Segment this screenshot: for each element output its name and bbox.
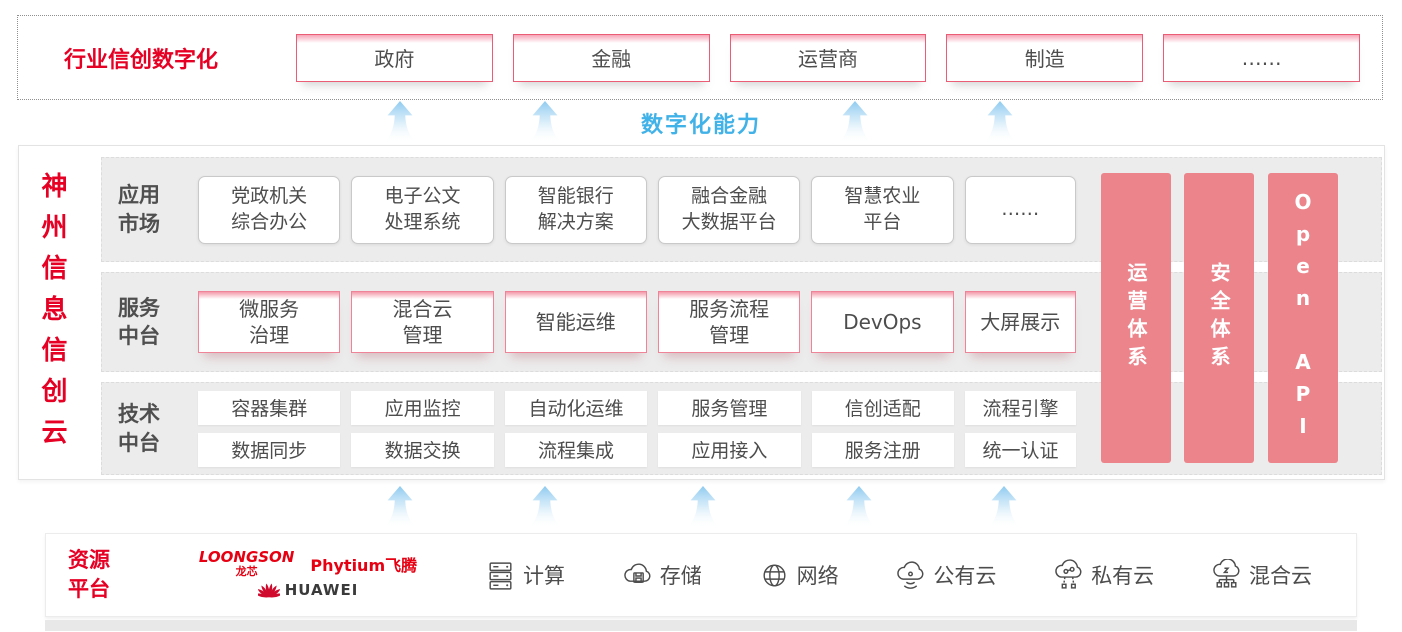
tech-box: 流程引擎 [964,390,1077,425]
service-box: 智能运维 [504,291,647,353]
service-box: 微服务 治理 [198,291,341,353]
private-cloud-icon [1055,558,1082,589]
industry-band: 行业信创数字化 政府 金融 运营商 制造 …… [17,15,1383,100]
resource-item-hybrid-cloud: 混合云 [1210,558,1312,592]
resource-item-compute: 计算 [484,559,565,592]
resource-item-label: 公有云 [933,564,997,588]
phytium-logo: Phytium飞腾 [310,556,418,575]
service-box: 大屏展示 [964,291,1076,353]
resource-item-label: 存储 [659,564,702,588]
resource-item-label: 计算 [523,564,565,588]
service-box: 服务流程 管理 [657,291,801,353]
public-cloud-icon [897,560,924,589]
pillar-operations: 运营体系 [1101,173,1171,463]
app-box: 智能银行 解决方案 [504,175,647,244]
service-box: 混合云 管理 [351,291,494,353]
industry-boxes: 政府 金融 运营商 制造 …… [296,33,1360,82]
industry-box-manufacturing: 制造 [946,33,1144,82]
industry-box-government: 政府 [296,33,493,82]
app-box: 电子公文 处理系统 [351,175,494,244]
up-arrow-icon [839,486,879,528]
up-arrow-icon [380,486,420,528]
tech-box: 容器集群 [198,390,341,425]
industry-box-finance: 金融 [512,33,710,82]
up-arrow-icon [835,101,875,143]
pillar-open-api: Open API [1268,173,1338,463]
resource-item-label: 混合云 [1248,564,1312,588]
platform-title: 神州信息信创云 [37,172,67,459]
tech-box: 流程集成 [504,432,648,467]
app-box-more: …… [964,175,1076,244]
tech-box: 数据同步 [198,432,341,467]
resource-items: 计算 存储 网络 [484,558,1312,592]
hybrid-cloud-icon [1213,558,1240,588]
tech-box: 服务管理 [658,390,801,425]
up-arrow-icon [380,101,420,143]
app-market-label: 应用 市场 [118,183,160,236]
up-arrow-icon [525,486,565,528]
tech-box: 自动化运维 [504,390,648,425]
tech-box: 数据交换 [351,432,494,467]
compute-icon [489,561,512,590]
tech-box: 服务注册 [811,432,954,467]
up-arrow-icon [980,101,1020,143]
resource-item-label: 网络 [796,564,839,588]
loongson-logo: LOONGSON 龙芯 [198,548,295,578]
app-box: 党政机关 综合办公 [198,175,341,244]
network-icon [763,563,786,587]
service-box: DevOps [811,291,954,353]
tech-box: 应用监控 [351,390,494,425]
bottom-divider [45,620,1357,631]
tech-middle-label: 技术 中台 [118,402,160,455]
service-middle-label: 服务 中台 [118,295,160,348]
resource-item-label: 私有云 [1091,564,1155,588]
app-box: 智慧农业 平台 [811,175,954,244]
up-arrow-icon [984,486,1024,528]
resource-band-title: 资源 平台 [68,547,110,601]
resource-item-public-cloud: 公有云 [894,559,996,592]
industry-box-more: …… [1163,33,1360,82]
resource-band: 资源 平台 LOONGSON 龙芯 Phytium飞腾 [45,533,1357,617]
resource-item-network: 网络 [758,559,839,592]
vendor-logos: LOONGSON 龙芯 Phytium飞腾 HUAWEI [198,550,418,600]
industry-box-operator: 运营商 [729,33,927,82]
tech-box: 应用接入 [658,432,801,467]
tech-box: 统一认证 [964,432,1077,467]
storage-icon [624,562,651,583]
tech-box: 信创适配 [811,390,954,425]
app-box: 融合金融 大数据平台 [657,175,801,244]
resource-item-storage: 存储 [621,559,702,592]
huawei-flower-icon [257,583,280,598]
up-arrow-icon [683,486,723,528]
up-arrow-icon [525,101,565,143]
huawei-logo: HUAWEI [257,580,359,600]
pillar-security: 安全体系 [1184,173,1254,463]
industry-band-title: 行业信创数字化 [64,47,219,73]
platform-band: 神州信息信创云 应用 市场 党政机关 综合办公 电子公文 处理系统 智能银行 解… [18,145,1385,480]
capability-label: 数字化能力 [640,113,761,138]
resource-item-private-cloud: 私有云 [1052,558,1155,592]
